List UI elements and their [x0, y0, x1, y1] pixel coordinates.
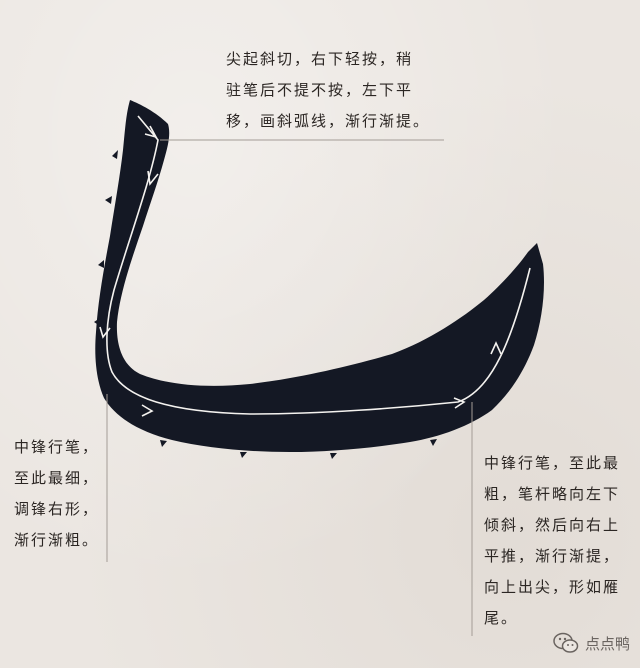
- arrow-head-6: [490, 341, 502, 355]
- watermark-label: 点点鸭: [584, 634, 630, 653]
- ink-brush-stroke: [95, 100, 544, 452]
- annotation-start: 尖起斜切，右下轻按，稍 驻笔后不提不按，左下平 移，画斜弧线，渐行渐提。: [226, 50, 431, 130]
- arrow-head-5: [453, 397, 466, 409]
- wechat-icon: [553, 632, 579, 654]
- arrow-head-4: [141, 404, 154, 417]
- stroke-direction-line: [106, 115, 531, 415]
- annotation-end: 中锋行笔，至此最 粗，笔杆略向左下 倾斜，然后向右上 平推，渐行渐提， 向上出尖…: [484, 454, 621, 627]
- watermark: 点点鸭: [553, 632, 630, 654]
- arrow-head-2: [147, 170, 159, 186]
- arrow-head-3: [99, 326, 111, 339]
- arrow-head-1: [144, 125, 158, 139]
- annotation-turn: 中锋行笔， 至此最细， 调锋右形， 渐行渐粗。: [14, 438, 100, 549]
